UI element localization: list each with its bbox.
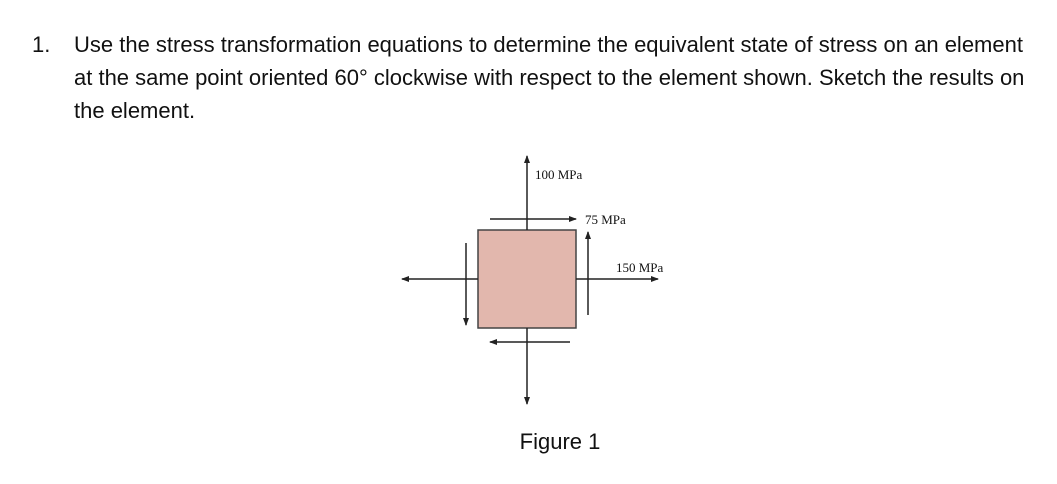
- label-shear: 75 MPa: [585, 212, 626, 227]
- question-number: 1.: [32, 32, 51, 57]
- stress-diagram: 100 MPa 75 MPa 150 MPa: [401, 155, 664, 405]
- question: 1. Use the stress transformation equatio…: [32, 28, 1042, 127]
- stress-element-figure: 100 MPa 75 MPa 150 MPa: [380, 150, 700, 420]
- stress-element-square: [477, 229, 577, 329]
- figure-caption: Figure 1: [519, 429, 601, 454]
- label-normal-x: 150 MPa: [616, 260, 664, 275]
- question-text: Use the stress transformation equations …: [74, 32, 1025, 123]
- label-normal-y: 100 MPa: [535, 167, 583, 182]
